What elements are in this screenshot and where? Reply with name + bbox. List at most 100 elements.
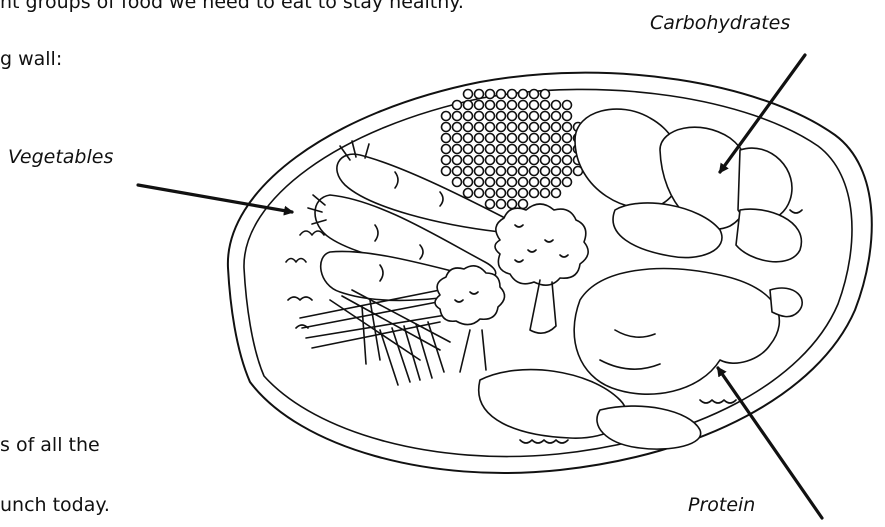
pea bbox=[530, 167, 539, 176]
pea bbox=[453, 156, 462, 165]
pea bbox=[508, 189, 517, 198]
pea bbox=[530, 178, 539, 187]
pea bbox=[508, 123, 517, 132]
pea bbox=[486, 90, 495, 99]
pea bbox=[453, 134, 462, 143]
pea bbox=[519, 123, 528, 132]
pea bbox=[563, 145, 572, 154]
pea bbox=[519, 200, 528, 209]
pea bbox=[464, 90, 473, 99]
pea bbox=[475, 112, 484, 121]
pea bbox=[442, 112, 451, 121]
pea bbox=[541, 112, 550, 121]
pea bbox=[508, 101, 517, 110]
peas bbox=[442, 90, 583, 209]
pea bbox=[552, 101, 561, 110]
pea bbox=[541, 167, 550, 176]
pea bbox=[508, 134, 517, 143]
pea bbox=[563, 156, 572, 165]
pea bbox=[442, 167, 451, 176]
pea bbox=[519, 156, 528, 165]
pea bbox=[552, 178, 561, 187]
pea bbox=[508, 178, 517, 187]
arrow-protein bbox=[718, 368, 822, 518]
pea bbox=[497, 167, 506, 176]
pea bbox=[541, 189, 550, 198]
pea bbox=[530, 90, 539, 99]
pea bbox=[530, 189, 539, 198]
pea bbox=[486, 189, 495, 198]
pea bbox=[519, 90, 528, 99]
pea bbox=[497, 90, 506, 99]
broccoli bbox=[435, 204, 588, 372]
pea bbox=[464, 134, 473, 143]
pea bbox=[442, 156, 451, 165]
pea bbox=[453, 123, 462, 132]
pea bbox=[497, 112, 506, 121]
potatoes bbox=[575, 109, 801, 262]
pea bbox=[519, 101, 528, 110]
pea bbox=[552, 134, 561, 143]
pea bbox=[475, 134, 484, 143]
pea bbox=[508, 112, 517, 121]
pea bbox=[563, 101, 572, 110]
pea bbox=[519, 145, 528, 154]
pea bbox=[497, 156, 506, 165]
pea bbox=[475, 156, 484, 165]
pea bbox=[453, 167, 462, 176]
pea bbox=[530, 123, 539, 132]
pea bbox=[475, 178, 484, 187]
pea bbox=[563, 134, 572, 143]
pea bbox=[486, 200, 495, 209]
pea bbox=[519, 167, 528, 176]
pea bbox=[486, 178, 495, 187]
pea bbox=[508, 200, 517, 209]
pea bbox=[497, 101, 506, 110]
pea bbox=[530, 101, 539, 110]
pea bbox=[486, 156, 495, 165]
pea bbox=[464, 123, 473, 132]
pea bbox=[508, 145, 517, 154]
pea bbox=[486, 101, 495, 110]
pea bbox=[442, 134, 451, 143]
pea bbox=[541, 123, 550, 132]
pea bbox=[552, 123, 561, 132]
pea bbox=[464, 112, 473, 121]
pea bbox=[475, 123, 484, 132]
pea bbox=[508, 90, 517, 99]
pea bbox=[475, 167, 484, 176]
pea bbox=[563, 123, 572, 132]
arrow-vegetables bbox=[138, 185, 292, 212]
pea bbox=[464, 156, 473, 165]
pea bbox=[497, 189, 506, 198]
pea bbox=[475, 145, 484, 154]
pea bbox=[552, 112, 561, 121]
pea bbox=[563, 178, 572, 187]
pea bbox=[442, 145, 451, 154]
pea bbox=[453, 145, 462, 154]
pea bbox=[552, 167, 561, 176]
pea bbox=[541, 145, 550, 154]
pea bbox=[497, 134, 506, 143]
pea bbox=[453, 178, 462, 187]
pea bbox=[464, 189, 473, 198]
pea bbox=[541, 134, 550, 143]
pea bbox=[453, 112, 462, 121]
pea bbox=[486, 167, 495, 176]
pea bbox=[541, 101, 550, 110]
pea bbox=[519, 134, 528, 143]
pea bbox=[530, 134, 539, 143]
pea bbox=[442, 123, 451, 132]
pea bbox=[563, 112, 572, 121]
pea bbox=[497, 145, 506, 154]
pea bbox=[519, 178, 528, 187]
pea bbox=[552, 145, 561, 154]
pea bbox=[508, 167, 517, 176]
green-beans bbox=[300, 290, 452, 385]
pea bbox=[486, 123, 495, 132]
pea bbox=[563, 167, 572, 176]
pea bbox=[475, 101, 484, 110]
pea bbox=[464, 178, 473, 187]
pea bbox=[475, 189, 484, 198]
